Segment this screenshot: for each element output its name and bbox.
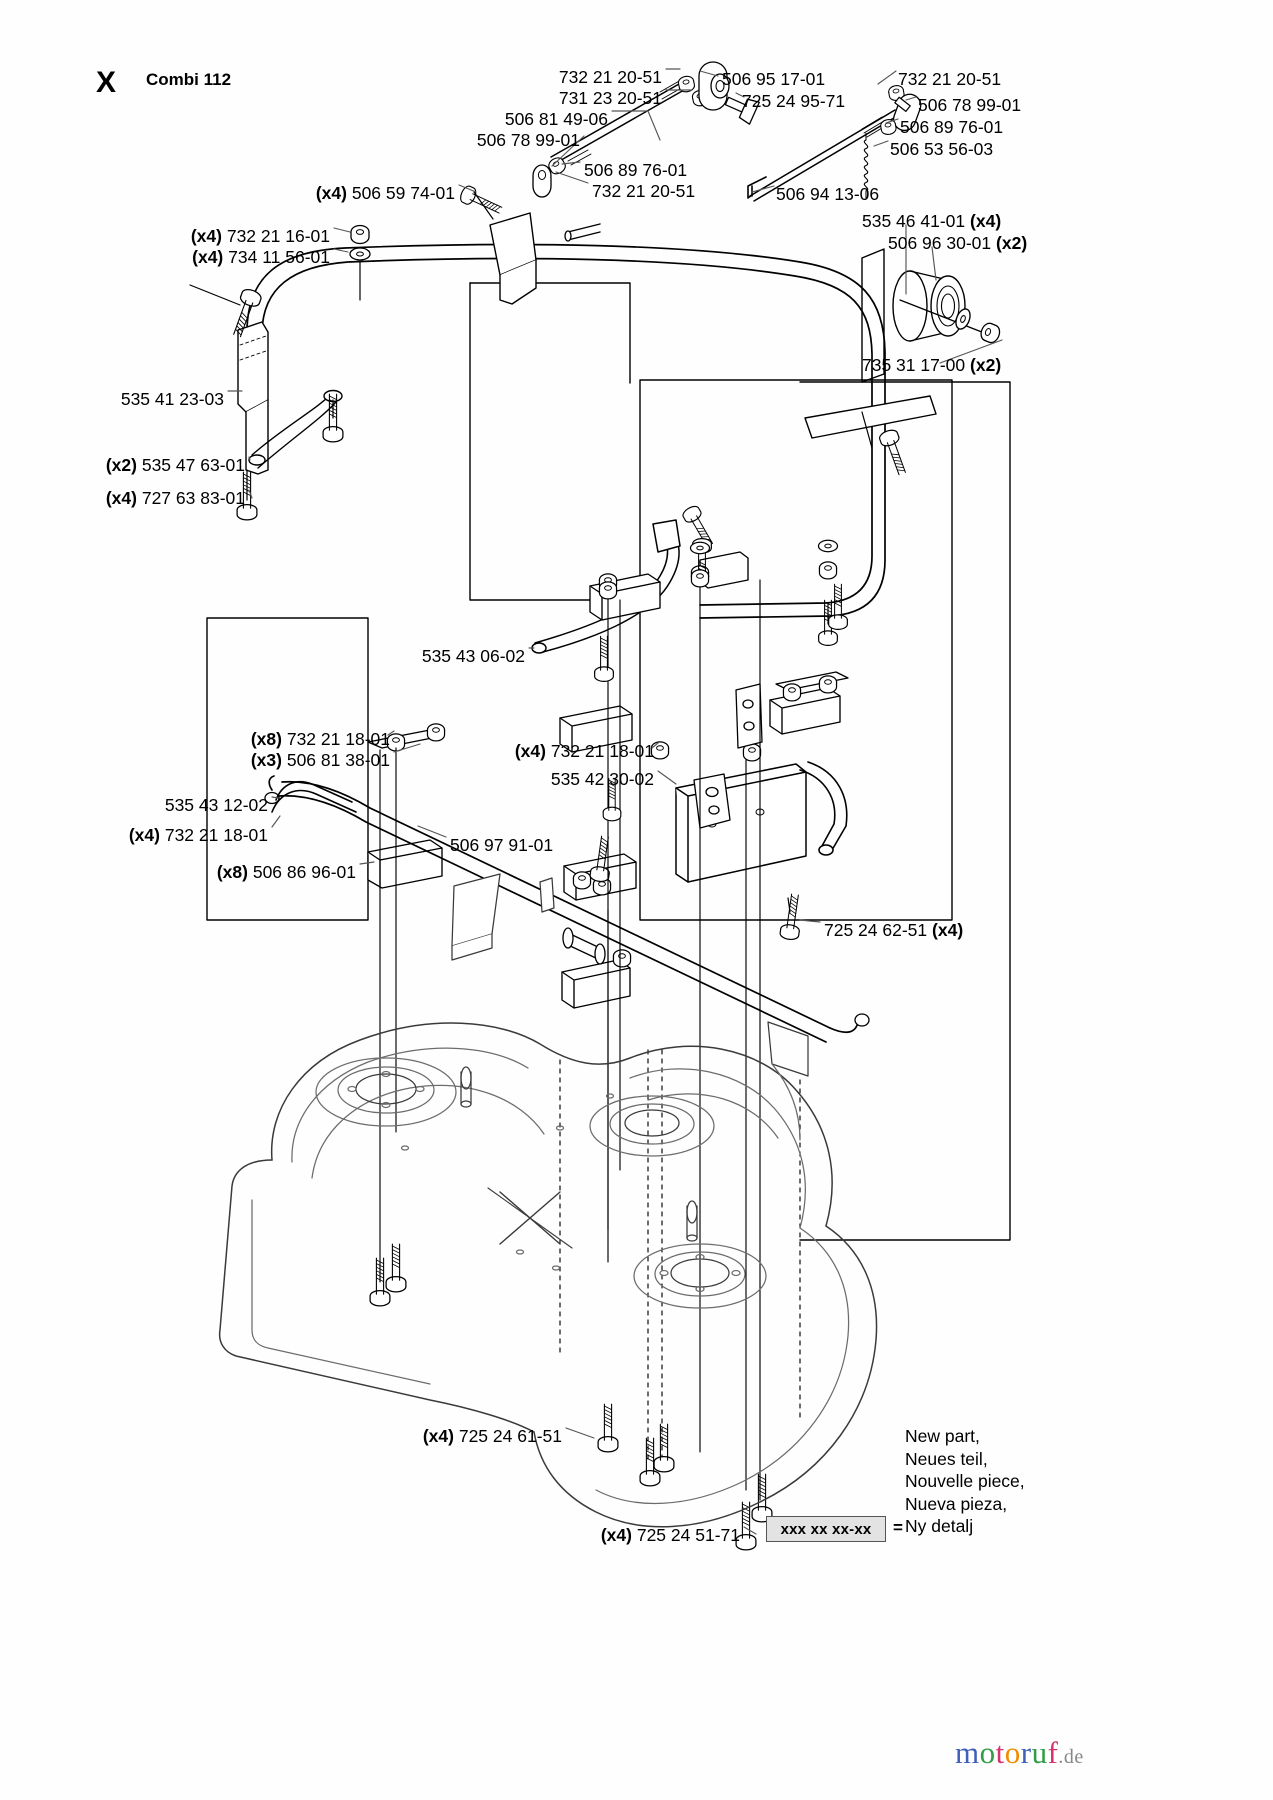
part-callout: 732 21 20-51 (898, 69, 1002, 89)
callout-part-number: 506 95 17-01 (722, 69, 826, 89)
part-callout: (x4) 506 59 74-01 (315, 183, 455, 203)
part-callout: 735 31 17-00 (x2) (862, 355, 1002, 375)
part-callout: 506 96 30-01 (x2) (888, 233, 1028, 253)
part-callout: 535 43 06-02 (421, 646, 525, 666)
part-callout: 725 24 95-71 (742, 91, 846, 111)
callout-part-number: 732 21 18-01 (164, 825, 268, 845)
part-callout: (x3) 506 81 38-01 (250, 750, 390, 770)
callout-quantity: (x2) (105, 455, 137, 475)
callout-part-number: 506 53 56-03 (890, 139, 994, 159)
legend-line-en: New part, (905, 1426, 980, 1446)
callout-part-number: 725 24 51-71 (636, 1525, 740, 1545)
callout-quantity: (x4) (932, 920, 964, 940)
callout-part-number: 506 89 76-01 (900, 117, 1004, 137)
callout-quantity: (x8) (216, 862, 248, 882)
part-callout: (x4) 732 21 18-01 (514, 741, 654, 761)
part-callout: 506 89 76-01 (900, 117, 1004, 137)
part-callout: 506 94 13-06 (776, 184, 880, 204)
section-letter: X (96, 66, 117, 99)
callout-quantity: (x3) (250, 750, 282, 770)
part-callout: (x4) 732 21 16-01 (190, 226, 330, 246)
callout-part-number: 506 78 99-01 (476, 130, 580, 150)
callout-part-number: 506 78 99-01 (918, 95, 1022, 115)
part-callout: (x4) 727 63 83-01 (105, 488, 245, 508)
part-callout: (x4) 725 24 61-51 (422, 1426, 562, 1446)
callout-part-number: 732 21 18-01 (550, 741, 654, 761)
callout-part-number: 506 94 13-06 (776, 184, 880, 204)
callout-part-number: 506 96 30-01 (888, 233, 992, 253)
part-callout: (x8) 506 86 96-01 (216, 862, 356, 882)
legend-equals-sign: = (893, 1518, 903, 1537)
part-callout: 535 46 41-01 (x4) (862, 211, 1002, 231)
part-callout: 535 43 12-02 (164, 795, 268, 815)
callout-quantity: (x2) (996, 233, 1028, 253)
page-title: Combi 112 (146, 70, 232, 89)
part-callout: 506 78 99-01 (918, 95, 1022, 115)
part-callout: 732 21 20-51 (592, 181, 696, 201)
callout-quantity: (x4) (970, 211, 1002, 231)
part-callout: 535 42 30-02 (550, 769, 654, 789)
callout-part-number: 506 81 38-01 (286, 750, 390, 770)
callout-quantity: (x2) (970, 355, 1002, 375)
part-callout: (x4) 732 21 18-01 (128, 825, 268, 845)
part-callout: 506 81 49-06 (504, 109, 608, 129)
callout-part-number: 506 81 49-06 (504, 109, 608, 129)
callout-part-number: 734 11 56-01 (228, 247, 330, 267)
callout-quantity: (x4) (514, 741, 546, 761)
callout-quantity: (x4) (315, 183, 347, 203)
callout-part-number: 535 41 23-03 (120, 389, 224, 409)
part-callout: 732 21 20-51 (558, 67, 662, 87)
callout-part-number: 732 21 20-51 (898, 69, 1002, 89)
part-callout: 535 41 23-03 (120, 389, 224, 409)
part-callout: (x4) 734 11 56-01 (192, 247, 330, 267)
callout-part-number: 535 47 63-01 (141, 455, 245, 475)
callout-quantity: (x4) (105, 488, 137, 508)
new-part-number-placeholder: xxx xx xx-xx (766, 1516, 886, 1542)
part-callout: 506 78 99-01 (476, 130, 580, 150)
part-callout: 506 89 76-01 (584, 160, 688, 180)
callout-part-number: 506 86 96-01 (252, 862, 356, 882)
part-callout: 506 53 56-03 (890, 139, 994, 159)
callout-part-number: 732 21 20-51 (592, 181, 696, 201)
part-callout: 506 97 91-01 (450, 835, 554, 855)
callout-part-number: 727 63 83-01 (141, 488, 245, 508)
callout-part-number: 535 43 12-02 (164, 795, 268, 815)
callout-part-number: 731 23 20-51 (558, 88, 662, 108)
part-callout: 731 23 20-51 (558, 88, 662, 108)
callout-part-number: 725 24 62-51 (824, 920, 928, 940)
callout-part-number: 732 21 20-51 (558, 67, 662, 87)
callout-part-number: 735 31 17-00 (862, 355, 966, 375)
callout-part-number: 535 46 41-01 (862, 211, 966, 231)
part-callout: 506 95 17-01 (722, 69, 826, 89)
part-callout: (x8) 732 21 18-01 (250, 729, 390, 749)
callout-part-number: 725 24 95-71 (742, 91, 846, 111)
callout-quantity: (x4) (190, 226, 222, 246)
callout-part-number: 732 21 18-01 (286, 729, 390, 749)
callout-quantity: (x8) (250, 729, 282, 749)
callout-part-number: 506 97 91-01 (450, 835, 554, 855)
callout-quantity: (x4) (600, 1525, 632, 1545)
legend-line-de: Neues teil, (905, 1448, 988, 1469)
legend-line-fr: Nouvelle piece, (905, 1471, 1025, 1491)
callout-quantity: (x4) (128, 825, 160, 845)
watermark-logo: motoruf.de (955, 1735, 1084, 1770)
new-part-legend: New part, Neues teil, Nouvelle piece, Nu… (905, 1425, 1025, 1538)
legend-line-sv: Ny detalj (905, 1516, 974, 1536)
part-callout: (x2) 535 47 63-01 (105, 455, 245, 475)
callout-quantity: (x4) (422, 1426, 454, 1446)
legend-line-es: Nueva pieza, (905, 1493, 1008, 1514)
part-callout: (x4) 725 24 51-71 (600, 1525, 740, 1545)
callout-part-number: 725 24 61-51 (458, 1426, 562, 1446)
watermark-suffix: .de (1058, 1746, 1084, 1768)
callout-part-number: 732 21 16-01 (226, 226, 330, 246)
callout-quantity: (x4) (192, 247, 224, 267)
callout-part-number: 535 42 30-02 (550, 769, 654, 789)
callout-part-number: 506 89 76-01 (584, 160, 688, 180)
callout-part-number: 506 59 74-01 (351, 183, 455, 203)
part-callout: 725 24 62-51 (x4) (824, 920, 964, 940)
callout-part-number: 535 43 06-02 (421, 646, 525, 666)
